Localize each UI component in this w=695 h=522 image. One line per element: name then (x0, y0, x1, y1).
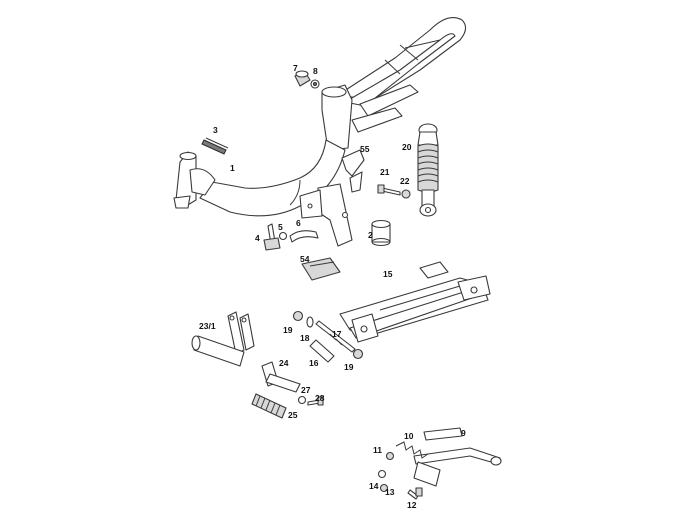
callout-12: 12 (407, 500, 417, 510)
spring-10 (395, 441, 429, 459)
callout-20: 20 (402, 142, 412, 152)
callout-16: 16 (309, 358, 319, 368)
callout-15: 15 (383, 269, 393, 279)
callout-5: 5 (278, 222, 283, 232)
pivot-spindle-17 (315, 320, 356, 353)
bolt-21 (377, 184, 401, 196)
callout-2: 2 (368, 230, 373, 240)
washer-27 (297, 395, 307, 405)
nut-14 (379, 483, 389, 493)
footpeg-arm-24 (261, 361, 301, 393)
callout-27: 27 (301, 385, 311, 395)
callout-6: 6 (296, 218, 301, 228)
rear-shock-20 (417, 123, 439, 217)
callout-21: 21 (380, 167, 390, 177)
footpeg-rubber-25 (251, 393, 287, 419)
callout-18: 18 (300, 333, 310, 343)
bolt-28 (307, 396, 324, 406)
callout-55: 55 (360, 144, 370, 154)
callout-labels: 1 2 3 4 5 6 7 8 9 10 11 12 13 14 15 16 1… (199, 63, 466, 510)
frame (173, 17, 467, 247)
washer-5 (278, 231, 288, 241)
callout-3: 3 (213, 125, 218, 135)
callout-9: 9 (461, 428, 466, 438)
bolt-12 (407, 487, 423, 500)
callout-19-lower: 19 (344, 362, 354, 372)
footrest-bracket-23-1 (191, 311, 255, 367)
callout-54: 54 (300, 254, 310, 264)
callout-19-upper: 19 (283, 325, 293, 335)
callout-14: 14 (369, 481, 379, 491)
callout-17: 17 (332, 329, 342, 339)
callout-24: 24 (279, 358, 289, 368)
callout-1: 1 (230, 163, 235, 173)
washer-13 (377, 469, 387, 479)
hose-6 (289, 230, 319, 243)
bushing-2 (371, 219, 391, 246)
nut-22 (401, 189, 411, 199)
callout-4: 4 (255, 233, 260, 243)
washer-8 (310, 79, 320, 89)
bolt-4 (263, 223, 281, 251)
callout-25: 25 (288, 410, 298, 420)
callout-23-1: 23/1 (199, 321, 216, 331)
plate-54 (301, 257, 341, 281)
nut-19-upper (292, 310, 304, 322)
cap-7 (294, 70, 311, 87)
side-stand-9 (413, 427, 502, 487)
callout-11: 11 (373, 445, 382, 455)
washer-18 (306, 316, 314, 328)
bracket-55 (341, 149, 365, 193)
strap-3 (201, 137, 229, 155)
nut-19-lower (352, 348, 364, 360)
swingarm-15 (339, 261, 491, 343)
spacer-16 (309, 339, 335, 363)
callout-10: 10 (404, 431, 414, 441)
callout-7: 7 (293, 63, 298, 73)
callout-22: 22 (400, 176, 410, 186)
callout-13: 13 (385, 487, 395, 497)
callout-8: 8 (313, 66, 318, 76)
callout-28: 28 (315, 393, 325, 403)
nut-11 (385, 451, 395, 461)
